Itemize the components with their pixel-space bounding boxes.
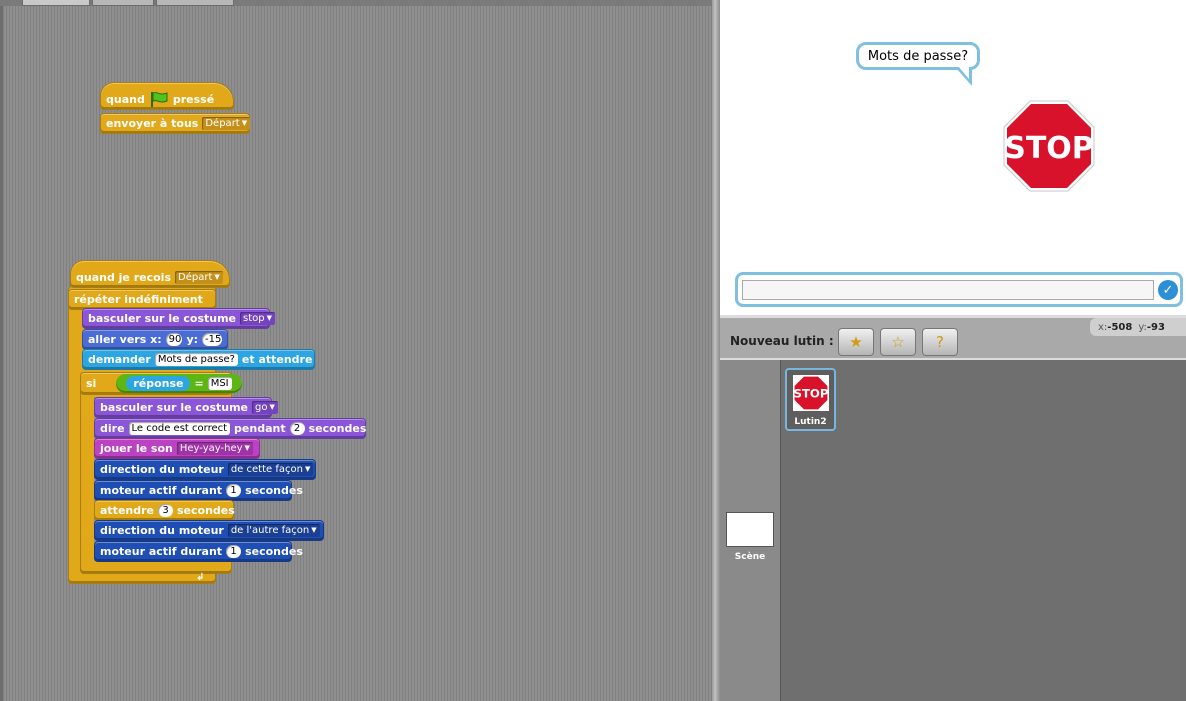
switch-costume-block[interactable]: basculer sur le costume stop▼	[82, 308, 276, 329]
tab-costumes[interactable]	[92, 0, 154, 6]
block-label: jouer le son	[100, 442, 173, 455]
block-label: demander	[88, 353, 151, 366]
motor-direction-block[interactable]: direction du moteur de cette façon▼	[94, 459, 316, 480]
motor-direction-block[interactable]: direction du moteur de l'autre façon▼	[94, 520, 324, 541]
paint-new-sprite-button[interactable]: ★	[838, 328, 874, 356]
equals-operator[interactable]: réponse = MSI	[116, 374, 242, 393]
message-dropdown[interactable]: Départ▼	[202, 117, 251, 130]
stage-thumbnail[interactable]	[726, 512, 774, 547]
answer-input[interactable]	[742, 280, 1154, 300]
block-label: secondes	[245, 484, 303, 497]
y-input[interactable]: -15	[202, 333, 222, 346]
block-label: y:	[186, 333, 199, 346]
say-for-secs-block[interactable]: dire Le code est correct pendant 2 secon…	[94, 418, 366, 439]
pane-splitter[interactable]	[712, 0, 720, 701]
compare-input[interactable]: MSI	[207, 377, 232, 390]
block-label: quand je recois	[76, 270, 172, 284]
loop-arrow-icon: ↲	[196, 572, 205, 583]
mouse-x-value: -508	[1107, 321, 1133, 333]
direction-dropdown[interactable]: de l'autre façon▼	[227, 524, 320, 537]
random-sprite-button[interactable]: ?	[922, 328, 958, 356]
question-star-icon: ?	[936, 333, 944, 351]
block-label: et attendre	[241, 353, 313, 366]
bubble-text: Mots de passe?	[867, 48, 969, 64]
sound-dropdown[interactable]: Hey-yay-hey▼	[176, 442, 253, 455]
sprite-thumb-text: STOP	[794, 387, 829, 401]
block-label: quand	[106, 92, 145, 106]
equals-sign: =	[194, 377, 204, 390]
when-receive-block[interactable]: quand je recois Départ▼	[70, 260, 230, 288]
tab-strip	[0, 0, 712, 6]
stop-sign-sprite[interactable]: STOP	[1003, 100, 1095, 192]
secs-input[interactable]: 1	[226, 545, 242, 558]
direction-dropdown[interactable]: de cette façon▼	[227, 463, 314, 476]
paintbrush-star-icon: ★	[849, 333, 863, 351]
when-flag-clicked-block[interactable]: quand pressé	[100, 82, 234, 110]
message-dropdown[interactable]: Départ▼	[175, 270, 223, 284]
block-label: basculer sur le costume	[88, 312, 237, 325]
block-label: pressé	[172, 92, 215, 106]
stage-label: Scène	[734, 552, 766, 562]
motor-on-for-block[interactable]: moteur actif durant 1 secondes	[94, 541, 303, 562]
block-label: envoyer à tous	[106, 117, 199, 130]
secs-input[interactable]: 2	[289, 422, 305, 435]
ask-and-wait-block[interactable]: demander Mots de passe? et attendre	[82, 349, 315, 370]
broadcast-block[interactable]: envoyer à tous Départ▼	[100, 113, 251, 134]
block-label: secondes	[308, 422, 367, 435]
new-sprite-label: Nouveau lutin :	[730, 334, 834, 348]
block-label: répéter indéfiniment	[74, 293, 203, 306]
block-label: moteur actif durant	[100, 484, 223, 497]
check-icon[interactable]: ✓	[1158, 280, 1178, 300]
block-label: moteur actif durant	[100, 545, 223, 558]
costume-dropdown[interactable]: go▼	[252, 401, 278, 414]
green-flag-icon	[150, 92, 168, 107]
costume-dropdown[interactable]: stop▼	[240, 312, 276, 325]
block-label: direction du moteur	[100, 524, 224, 537]
goto-xy-block[interactable]: aller vers x: 90 y: -15	[82, 329, 228, 350]
secs-input[interactable]: 3	[158, 504, 173, 517]
mouse-y-value: -93	[1146, 321, 1165, 333]
block-label: secondes	[177, 504, 235, 517]
block-label: direction du moteur	[100, 463, 224, 476]
mouse-coordinates: x:-508 y:-93	[1090, 318, 1186, 336]
block-label: dire	[100, 422, 125, 435]
tab-scripts[interactable]	[22, 0, 90, 6]
block-label: aller vers x:	[88, 333, 162, 346]
secs-input[interactable]: 1	[226, 484, 242, 497]
answer-reporter[interactable]: réponse	[126, 376, 191, 391]
switch-costume-block[interactable]: basculer sur le costume go▼	[94, 397, 278, 418]
tab-sounds[interactable]	[156, 0, 234, 6]
speech-bubble-tail-inner	[958, 66, 969, 79]
folder-star-icon: ☆	[891, 333, 905, 351]
question-input[interactable]: Mots de passe?	[154, 353, 238, 366]
speech-bubble: Mots de passe?	[856, 42, 980, 70]
block-label: attendre	[100, 504, 154, 517]
sprite-name-label: Lutin2	[794, 417, 827, 427]
x-input[interactable]: 90	[165, 333, 183, 346]
wait-block[interactable]: attendre 3 secondes	[94, 500, 235, 521]
forever-block[interactable]: répéter indéfiniment	[68, 289, 216, 310]
motor-on-for-block[interactable]: moteur actif durant 1 secondes	[94, 480, 303, 501]
if-block[interactable]: si réponse = MSI	[80, 372, 242, 395]
block-label: si	[86, 377, 97, 390]
stop-sign-text: STOP	[1004, 131, 1094, 166]
block-label: pendant	[234, 422, 286, 435]
choose-sprite-file-button[interactable]: ☆	[880, 328, 916, 356]
sprite-thumbnail[interactable]: STOP	[793, 375, 829, 411]
play-sound-block[interactable]: jouer le son Hey-yay-hey▼	[94, 438, 260, 459]
say-text-input[interactable]: Le code est correct	[128, 422, 231, 435]
block-label: secondes	[245, 545, 303, 558]
block-label: basculer sur le costume	[100, 401, 249, 414]
